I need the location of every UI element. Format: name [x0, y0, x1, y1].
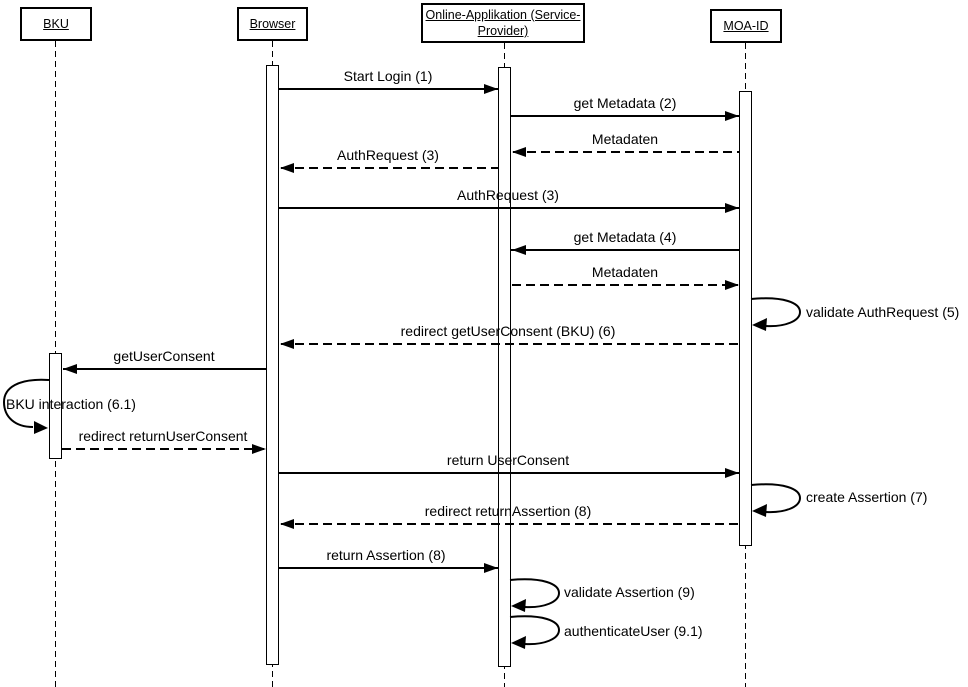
msg-redirect-getuserconsent-label: redirect getUserConsent (BKU) (6): [400, 323, 616, 339]
activation-browser: [266, 65, 279, 665]
msg-metadaten-2-label: Metadaten: [591, 264, 659, 280]
msg-authrequest-oa-browser-arrowhead: [280, 163, 294, 173]
selfloop-create-assertion: [750, 483, 802, 517]
msg-authrequest-oa-browser-line: [281, 167, 498, 169]
msg-redirect-returnassertion-label: redirect returnAssertion (8): [424, 503, 592, 519]
msg-return-userconsent-label: return UserConsent: [446, 452, 570, 468]
actor-label-moa-id: MOA-ID: [723, 18, 769, 33]
msg-getuserconsent-line: [63, 368, 266, 370]
actor-box-online-applikation: Online-Applikation (Service-Provider): [421, 3, 585, 43]
msg-redirect-getuserconsent-line: [281, 343, 739, 345]
msg-authrequest-browser-moaid-arrowhead: [725, 203, 739, 213]
msg-getuserconsent-arrowhead: [63, 364, 77, 374]
selfloop-validate-assertion: [509, 578, 561, 612]
msg-redirect-returnassertion-arrowhead: [280, 519, 294, 529]
selfloop-authenticateuser: [509, 615, 561, 649]
msg-redirect-getuserconsent-arrowhead: [280, 339, 294, 349]
msg-get-metadata-4-line: [511, 249, 739, 251]
actor-label-browser: Browser: [249, 16, 296, 31]
msg-return-userconsent-line: [279, 472, 739, 474]
actor-box-bku: BKU: [20, 7, 92, 41]
msg-metadaten-1-label: Metadaten: [591, 131, 659, 147]
msg-authrequest-browser-moaid-line: [279, 207, 739, 209]
msg-metadaten-1-line: [513, 151, 739, 153]
msg-start-login-label: Start Login (1): [343, 68, 433, 84]
msg-getuserconsent-label: getUserConsent: [113, 348, 215, 364]
msg-redirect-returnassertion-line: [281, 523, 739, 525]
msg-redirect-returnuserconsent-label: redirect returnUserConsent: [78, 428, 248, 444]
actor-label-online-applikation: Online-Applikation (Service-Provider): [425, 7, 581, 38]
msg-get-metadata-2-arrowhead: [725, 111, 739, 121]
msg-return-assertion-arrowhead: [484, 563, 498, 573]
msg-get-metadata-4-label: get Metadata (4): [573, 229, 677, 245]
msg-return-assertion-line: [279, 567, 498, 569]
msg-redirect-returnuserconsent-line: [62, 448, 264, 450]
selfloop-authenticateuser-label: authenticateUser (9.1): [564, 623, 703, 639]
activation-moa-id: [739, 91, 752, 546]
msg-metadaten-2-line: [512, 284, 738, 286]
selfloop-bku-interaction-label: BKU interaction (6.1): [6, 396, 136, 412]
msg-start-login-line: [279, 88, 498, 90]
msg-return-assertion-label: return Assertion (8): [326, 547, 446, 563]
activation-bku: [49, 353, 62, 459]
selfloop-validate-assertion-label: validate Assertion (9): [564, 584, 695, 600]
msg-metadaten-2-arrowhead: [725, 280, 739, 290]
selfloop-validate-authrequest: [750, 297, 802, 331]
activation-online-applikation: [498, 67, 511, 667]
msg-return-userconsent-arrowhead: [725, 468, 739, 478]
msg-start-login-arrowhead: [484, 84, 498, 94]
msg-get-metadata-4-arrowhead: [512, 245, 526, 255]
msg-authrequest-oa-browser-label: AuthRequest (3): [337, 147, 439, 163]
msg-get-metadata-2-line: [511, 115, 739, 117]
actor-box-moa-id: MOA-ID: [710, 9, 782, 43]
msg-redirect-returnuserconsent-arrowhead: [252, 444, 266, 454]
msg-authrequest-browser-moaid-label: AuthRequest (3): [457, 187, 559, 203]
msg-get-metadata-2-label: get Metadata (2): [573, 95, 677, 111]
actor-label-bku: BKU: [43, 16, 69, 31]
selfloop-create-assertion-label: create Assertion (7): [806, 489, 928, 505]
msg-metadaten-1-arrowhead: [512, 147, 526, 157]
selfloop-validate-authrequest-label: validate AuthRequest (5): [806, 304, 960, 320]
actor-box-browser: Browser: [237, 7, 308, 41]
selfloop-bku-interaction: [2, 378, 50, 434]
